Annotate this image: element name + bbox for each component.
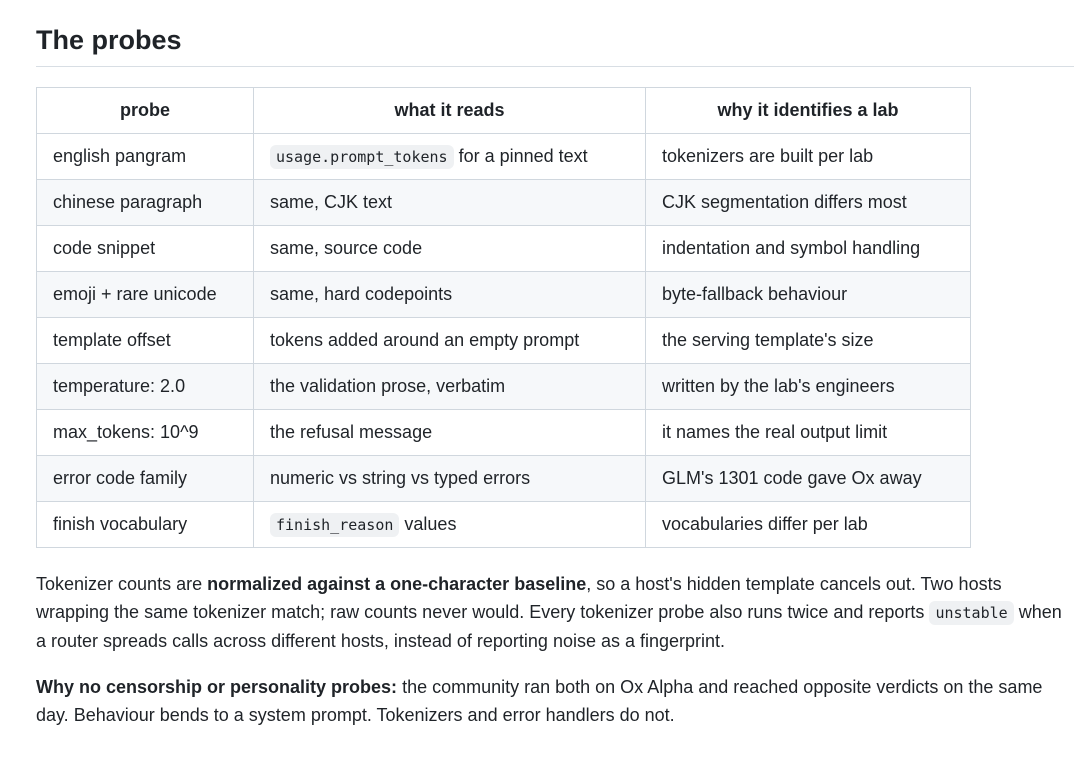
why-cell: CJK segmentation differs most — [645, 179, 971, 226]
reads-cell: numeric vs string vs typed errors — [253, 455, 646, 502]
probe-cell: temperature: 2.0 — [36, 363, 254, 410]
paragraph-text: Tokenizer counts are — [36, 574, 208, 594]
why-cell: it names the real output limit — [645, 409, 971, 456]
reads-cell: same, source code — [253, 225, 646, 272]
probe-cell: template offset — [36, 317, 254, 364]
table-row: template offset tokens added around an e… — [36, 317, 971, 364]
paragraph-bold: Why no censorship or personality probes: — [36, 677, 398, 697]
probe-cell: finish vocabulary — [36, 501, 254, 548]
reads-cell: tokens added around an empty prompt — [253, 317, 646, 364]
why-cell: byte-fallback behaviour — [645, 271, 971, 318]
table-row: chinese paragraph same, CJK text CJK seg… — [36, 179, 971, 226]
probe-cell: chinese paragraph — [36, 179, 254, 226]
why-cell: GLM's 1301 code gave Ox away — [645, 455, 971, 502]
reads-cell: finish_reason values — [253, 501, 646, 548]
reads-cell: usage.prompt_tokens for a pinned text — [253, 133, 646, 180]
why-cell: vocabularies differ per lab — [645, 501, 971, 548]
table-row: max_tokens: 10^9 the refusal message it … — [36, 409, 971, 456]
column-header-what-it-reads: what it reads — [253, 87, 646, 134]
reads-cell: same, CJK text — [253, 179, 646, 226]
inline-code: unstable — [929, 601, 1014, 625]
probes-table: probe what it reads why it identifies a … — [36, 87, 971, 548]
why-cell: written by the lab's engineers — [645, 363, 971, 410]
paragraph-text: , so a host's hidden template cancels ou… — [36, 574, 1002, 622]
reads-cell: the validation prose, verbatim — [253, 363, 646, 410]
table-row: emoji + rare unicode same, hard codepoin… — [36, 271, 971, 318]
why-cell: indentation and symbol handling — [645, 225, 971, 272]
probe-cell: error code family — [36, 455, 254, 502]
inline-code: finish_reason — [270, 513, 400, 537]
reads-cell: same, hard codepoints — [253, 271, 646, 318]
paragraph-text: the community ran both on Ox Alpha and r… — [36, 677, 1043, 725]
paragraph-bold: normalized against a one-character basel… — [207, 574, 587, 594]
column-header-why-it-identifies: why it identifies a lab — [645, 87, 971, 134]
no-censorship-paragraph: Why no censorship or personality probes:… — [36, 673, 1076, 729]
section-title: The probes — [36, 0, 1074, 67]
probe-cell: english pangram — [36, 133, 254, 180]
why-cell: tokenizers are built per lab — [645, 133, 971, 180]
readme-content: The probes probe what it reads why it id… — [36, 0, 1074, 729]
reads-text: values — [399, 514, 457, 534]
probe-cell: emoji + rare unicode — [36, 271, 254, 318]
inline-code: usage.prompt_tokens — [270, 145, 454, 169]
table-row: code snippet same, source code indentati… — [36, 225, 971, 272]
reads-text: for a pinned text — [453, 146, 588, 166]
reads-cell: the refusal message — [253, 409, 646, 456]
table-row: finish vocabulary finish_reason values v… — [36, 501, 971, 548]
table-row: temperature: 2.0 the validation prose, v… — [36, 363, 971, 410]
column-header-probe: probe — [36, 87, 254, 134]
table-header-row: probe what it reads why it identifies a … — [36, 87, 971, 134]
table-row: error code family numeric vs string vs t… — [36, 455, 971, 502]
tokenizer-normalization-paragraph: Tokenizer counts are normalized against … — [36, 570, 1076, 655]
probe-cell: code snippet — [36, 225, 254, 272]
why-cell: the serving template's size — [645, 317, 971, 364]
paragraph-text: when a router spreads calls across diffe… — [36, 602, 1062, 651]
probe-cell: max_tokens: 10^9 — [36, 409, 254, 456]
table-row: english pangram usage.prompt_tokens for … — [36, 133, 971, 180]
